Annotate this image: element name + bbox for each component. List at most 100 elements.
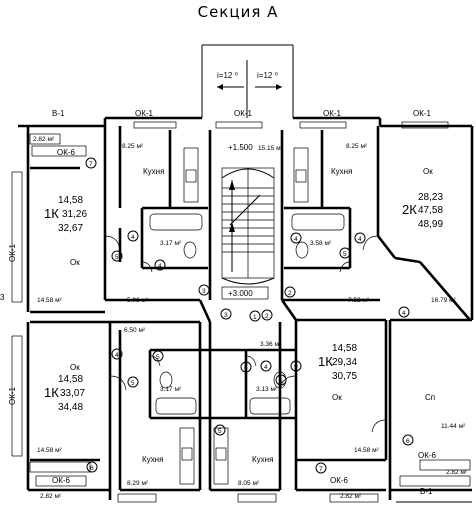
svg-text:5: 5	[343, 251, 347, 258]
svg-text:3: 3	[0, 293, 5, 302]
svg-text:5: 5	[244, 365, 248, 372]
room-labels: Кухня Кухня Кухня Кухня Ок Ок Ок Ок Сп	[70, 167, 435, 464]
kitchen-label: Кухня	[252, 455, 273, 464]
living-label: Ок	[423, 167, 433, 176]
svg-text:31,26: 31,26	[62, 209, 87, 220]
living-label: Ок	[332, 393, 342, 402]
svg-text:1К: 1К	[318, 354, 333, 369]
svg-text:32,67: 32,67	[58, 223, 83, 234]
svg-text:ОК-1: ОК-1	[135, 109, 154, 118]
svg-text:ОК-6: ОК-6	[57, 148, 76, 157]
page-title: Секция А	[197, 3, 279, 21]
svg-text:48,99: 48,99	[418, 219, 443, 230]
svg-text:6: 6	[90, 465, 94, 472]
svg-text:ОК-1: ОК-1	[234, 109, 253, 118]
slope-label-right: i=12 ⁰	[257, 71, 278, 80]
svg-text:2.82 м²: 2.82 м²	[340, 493, 362, 500]
stair-core: +1.500 15.15 м² +3.000	[221, 143, 284, 300]
svg-text:3.36 м²: 3.36 м²	[260, 341, 282, 348]
svg-text:ОК-1: ОК-1	[323, 109, 342, 118]
svg-text:2: 2	[288, 290, 292, 297]
svg-text:4: 4	[131, 234, 135, 241]
apartment-a3: 14,58 1К 33,07 34,48	[44, 374, 85, 413]
slope-label-left: i=12 ⁰	[217, 71, 238, 80]
svg-text:14.58 м²: 14.58 м²	[37, 297, 63, 304]
living-label: Ок	[70, 363, 80, 372]
svg-text:4: 4	[358, 236, 362, 243]
svg-text:5: 5	[115, 254, 119, 261]
svg-text:29,34: 29,34	[332, 357, 357, 368]
svg-text:7: 7	[89, 161, 93, 168]
kitchen-label: Кухня	[143, 167, 164, 176]
area-labels: 2.82 м² 8.25 м² 8.25 м² 3.17 м² 3.58 м² …	[33, 136, 468, 500]
svg-text:14,58: 14,58	[58, 195, 83, 206]
svg-text:В-1: В-1	[420, 487, 433, 496]
svg-text:3.13 м²: 3.13 м²	[256, 386, 278, 393]
svg-text:8.05 м²: 8.05 м²	[238, 480, 260, 487]
svg-text:4: 4	[158, 263, 162, 270]
svg-text:2: 2	[265, 313, 269, 320]
window-labels: В-1 ОК-1 ОК-1 ОК-1 ОК-1 ОК-6 ОК-6 ОК-6 О…	[0, 109, 437, 496]
svg-text:5: 5	[279, 378, 283, 385]
kitchen-label: Кухня	[331, 167, 352, 176]
svg-text:8.25 м²: 8.25 м²	[122, 143, 144, 150]
stair-area: 15.15 м²	[258, 145, 284, 152]
svg-text:4: 4	[402, 310, 406, 317]
svg-text:ОК-6: ОК-6	[330, 476, 349, 485]
bathroom-fixtures	[149, 213, 345, 415]
svg-text:ОК-6: ОК-6	[52, 476, 71, 485]
svg-text:ОК-1: ОК-1	[8, 386, 17, 405]
svg-text:2.82 м²: 2.82 м²	[33, 136, 55, 143]
living-label: Ок	[70, 258, 80, 267]
svg-text:В-1: В-1	[52, 109, 65, 118]
kitchen-label: Кухня	[142, 455, 163, 464]
svg-text:ОК-1: ОК-1	[413, 109, 432, 118]
svg-text:5.06 м²: 5.06 м²	[127, 297, 149, 304]
svg-text:3: 3	[202, 288, 206, 295]
svg-text:33,07: 33,07	[60, 388, 85, 399]
svg-text:2.82 м²: 2.82 м²	[446, 469, 468, 476]
outer-walls	[18, 116, 474, 500]
svg-text:30,75: 30,75	[332, 371, 357, 382]
svg-text:5: 5	[156, 354, 160, 361]
svg-text:6: 6	[406, 438, 410, 445]
svg-text:34,48: 34,48	[58, 402, 83, 413]
svg-text:1К: 1К	[44, 206, 59, 221]
stair-landing-mark: +1.500	[228, 143, 253, 152]
interior-walls	[30, 126, 472, 500]
svg-text:11.44 м²: 11.44 м²	[441, 423, 466, 430]
svg-text:16.79 м²: 16.79 м²	[431, 297, 457, 304]
svg-text:4: 4	[294, 236, 298, 243]
svg-text:28,23: 28,23	[418, 192, 443, 203]
svg-text:47,58: 47,58	[418, 205, 443, 216]
kitchen-fixtures	[179, 147, 309, 485]
axis-marks: 7 4 4 5 3 2 5 4 4 4 3 1 2 4 5 5 5 5 4 5 …	[85, 157, 414, 474]
svg-text:ОК-1: ОК-1	[8, 243, 17, 262]
svg-text:7: 7	[319, 466, 323, 473]
entrance-canopy: i=12 ⁰ i=12 ⁰	[201, 44, 294, 118]
svg-text:2К: 2К	[402, 202, 417, 217]
apartment-a4: 14,58 1К 29,34 30,75	[318, 343, 357, 382]
svg-text:14.58 м²: 14.58 м²	[37, 447, 63, 454]
svg-text:4: 4	[115, 352, 119, 359]
svg-text:4: 4	[264, 364, 268, 371]
svg-text:3.58 м²: 3.58 м²	[310, 240, 332, 247]
svg-text:5: 5	[131, 380, 135, 387]
svg-text:5: 5	[218, 428, 222, 435]
apartment-a1: 14,58 1К 31,26 32,67	[44, 195, 87, 234]
svg-text:14.58 м²: 14.58 м²	[354, 447, 380, 454]
bedroom-label: Сп	[425, 393, 435, 402]
stair-floor-mark: +3.000	[228, 289, 253, 298]
svg-text:ОК-6: ОК-6	[418, 451, 437, 460]
svg-text:3.17 м²: 3.17 м²	[160, 386, 182, 393]
svg-text:1: 1	[253, 314, 257, 321]
svg-text:14,58: 14,58	[332, 343, 357, 354]
svg-text:1К: 1К	[44, 385, 59, 400]
svg-text:8.25 м²: 8.25 м²	[346, 143, 368, 150]
svg-text:2.82 м²: 2.82 м²	[40, 493, 62, 500]
svg-text:14,58: 14,58	[58, 374, 83, 385]
window-marks	[11, 121, 472, 503]
svg-text:3: 3	[224, 312, 228, 319]
svg-text:6.50 м²: 6.50 м²	[124, 327, 146, 334]
